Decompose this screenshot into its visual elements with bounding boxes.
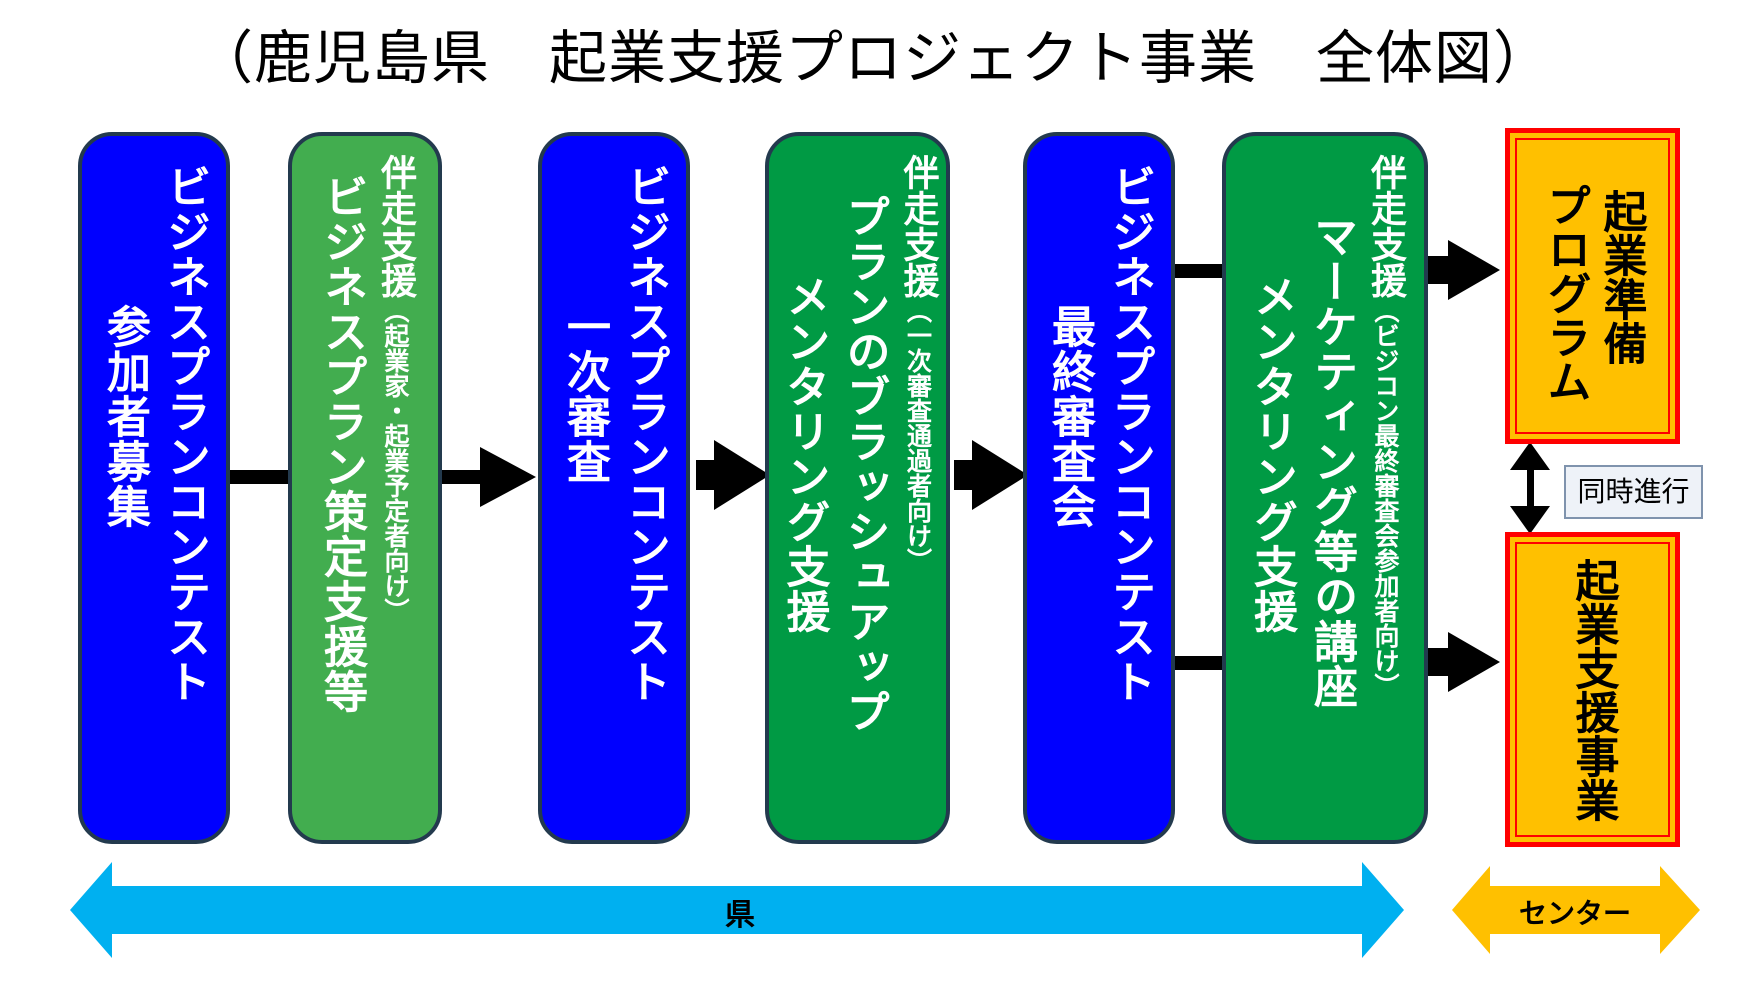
double-arrow-shaft: [1527, 468, 1534, 508]
outcome-line: プログラム: [1539, 183, 1591, 403]
step-line: ビジネスプランコンテスト: [619, 164, 670, 704]
step-note: （ビジコン最終審査会参加者向け）: [1371, 298, 1400, 698]
step-line: 参加者募集: [99, 304, 150, 529]
step-prefix-line: 伴走支援（ビジコン最終審査会参加者向け）: [1364, 154, 1406, 698]
step-prefix: 伴走支援: [897, 154, 939, 298]
outcome-line: 起業準備: [1595, 189, 1647, 365]
step-line: ビジネスプラン策定支援等: [316, 174, 367, 714]
outcome-startup-prep-program: 起業準備 プログラム: [1505, 128, 1680, 444]
arrow-head: [1448, 632, 1500, 692]
center-label: センター: [1518, 897, 1631, 930]
prefecture-label: 県: [725, 898, 755, 933]
step-prefix-line: 伴走支援（一次審査通過者向け）: [897, 154, 939, 573]
arrow-head: [480, 447, 536, 507]
step-line: 最終審査会: [1044, 304, 1095, 529]
step-line: ビジネスプランコンテスト: [159, 164, 210, 704]
step-line: メンタリング支援: [778, 274, 830, 634]
prefecture-band-arrow: [70, 862, 1404, 958]
step-line: 一次審査: [559, 304, 610, 484]
step-prefix-line: 伴走支援（起業家・起業予定者向け）: [374, 154, 416, 623]
arrow-head: [1448, 240, 1500, 300]
connector-line: [230, 470, 290, 484]
step-line: メンタリング支援: [1246, 274, 1297, 634]
diagram-title: （鹿児島県 起業支援プロジェクト事業 全体図）: [194, 24, 1552, 92]
concurrent-note: 同時進行: [1564, 465, 1703, 519]
step-first-screening: ビジネスプランコンテスト 一次審査: [538, 132, 690, 844]
step-line: ビジネスプランコンテスト: [1104, 164, 1155, 704]
step-note: （起業家・起業予定者向け）: [381, 298, 410, 623]
step-marketing-support: 伴走支援（ビジコン最終審査会参加者向け） マーケティング等の講座 メンタリング支…: [1222, 132, 1428, 844]
connector-line: [442, 470, 482, 484]
double-arrow-up: [1510, 442, 1550, 470]
step-brushup-support: 伴走支援（一次審査通過者向け） プランのブラッシュアップ メンタリング支援: [765, 132, 950, 844]
connector-line: [696, 460, 716, 490]
connector-line: [1175, 264, 1225, 278]
center-band-arrow: [1452, 866, 1700, 954]
step-prefix: 伴走支援: [375, 154, 416, 298]
double-arrow-down: [1510, 506, 1550, 534]
step-contest-recruitment: ビジネスプランコンテスト 参加者募集: [78, 132, 230, 844]
arrow-head: [972, 440, 1028, 510]
outcome-line: 起業支援事業: [1567, 557, 1619, 822]
outcome-startup-support: 起業支援事業: [1505, 532, 1680, 847]
connector-line: [1175, 656, 1225, 670]
connector-line: [1428, 648, 1450, 676]
step-line: プランのブラッシュアップ: [838, 194, 890, 734]
connector-line: [954, 460, 974, 490]
step-note: （一次審査通過者向け）: [903, 298, 933, 573]
step-prefix: 伴走支援: [1365, 154, 1406, 298]
connector-line: [1428, 256, 1450, 284]
step-plan-support: 伴走支援（起業家・起業予定者向け） ビジネスプラン策定支援等: [288, 132, 442, 844]
arrow-head: [714, 440, 770, 510]
step-line: マーケティング等の講座: [1306, 214, 1357, 709]
step-final-screening: ビジネスプランコンテスト 最終審査会: [1023, 132, 1175, 844]
